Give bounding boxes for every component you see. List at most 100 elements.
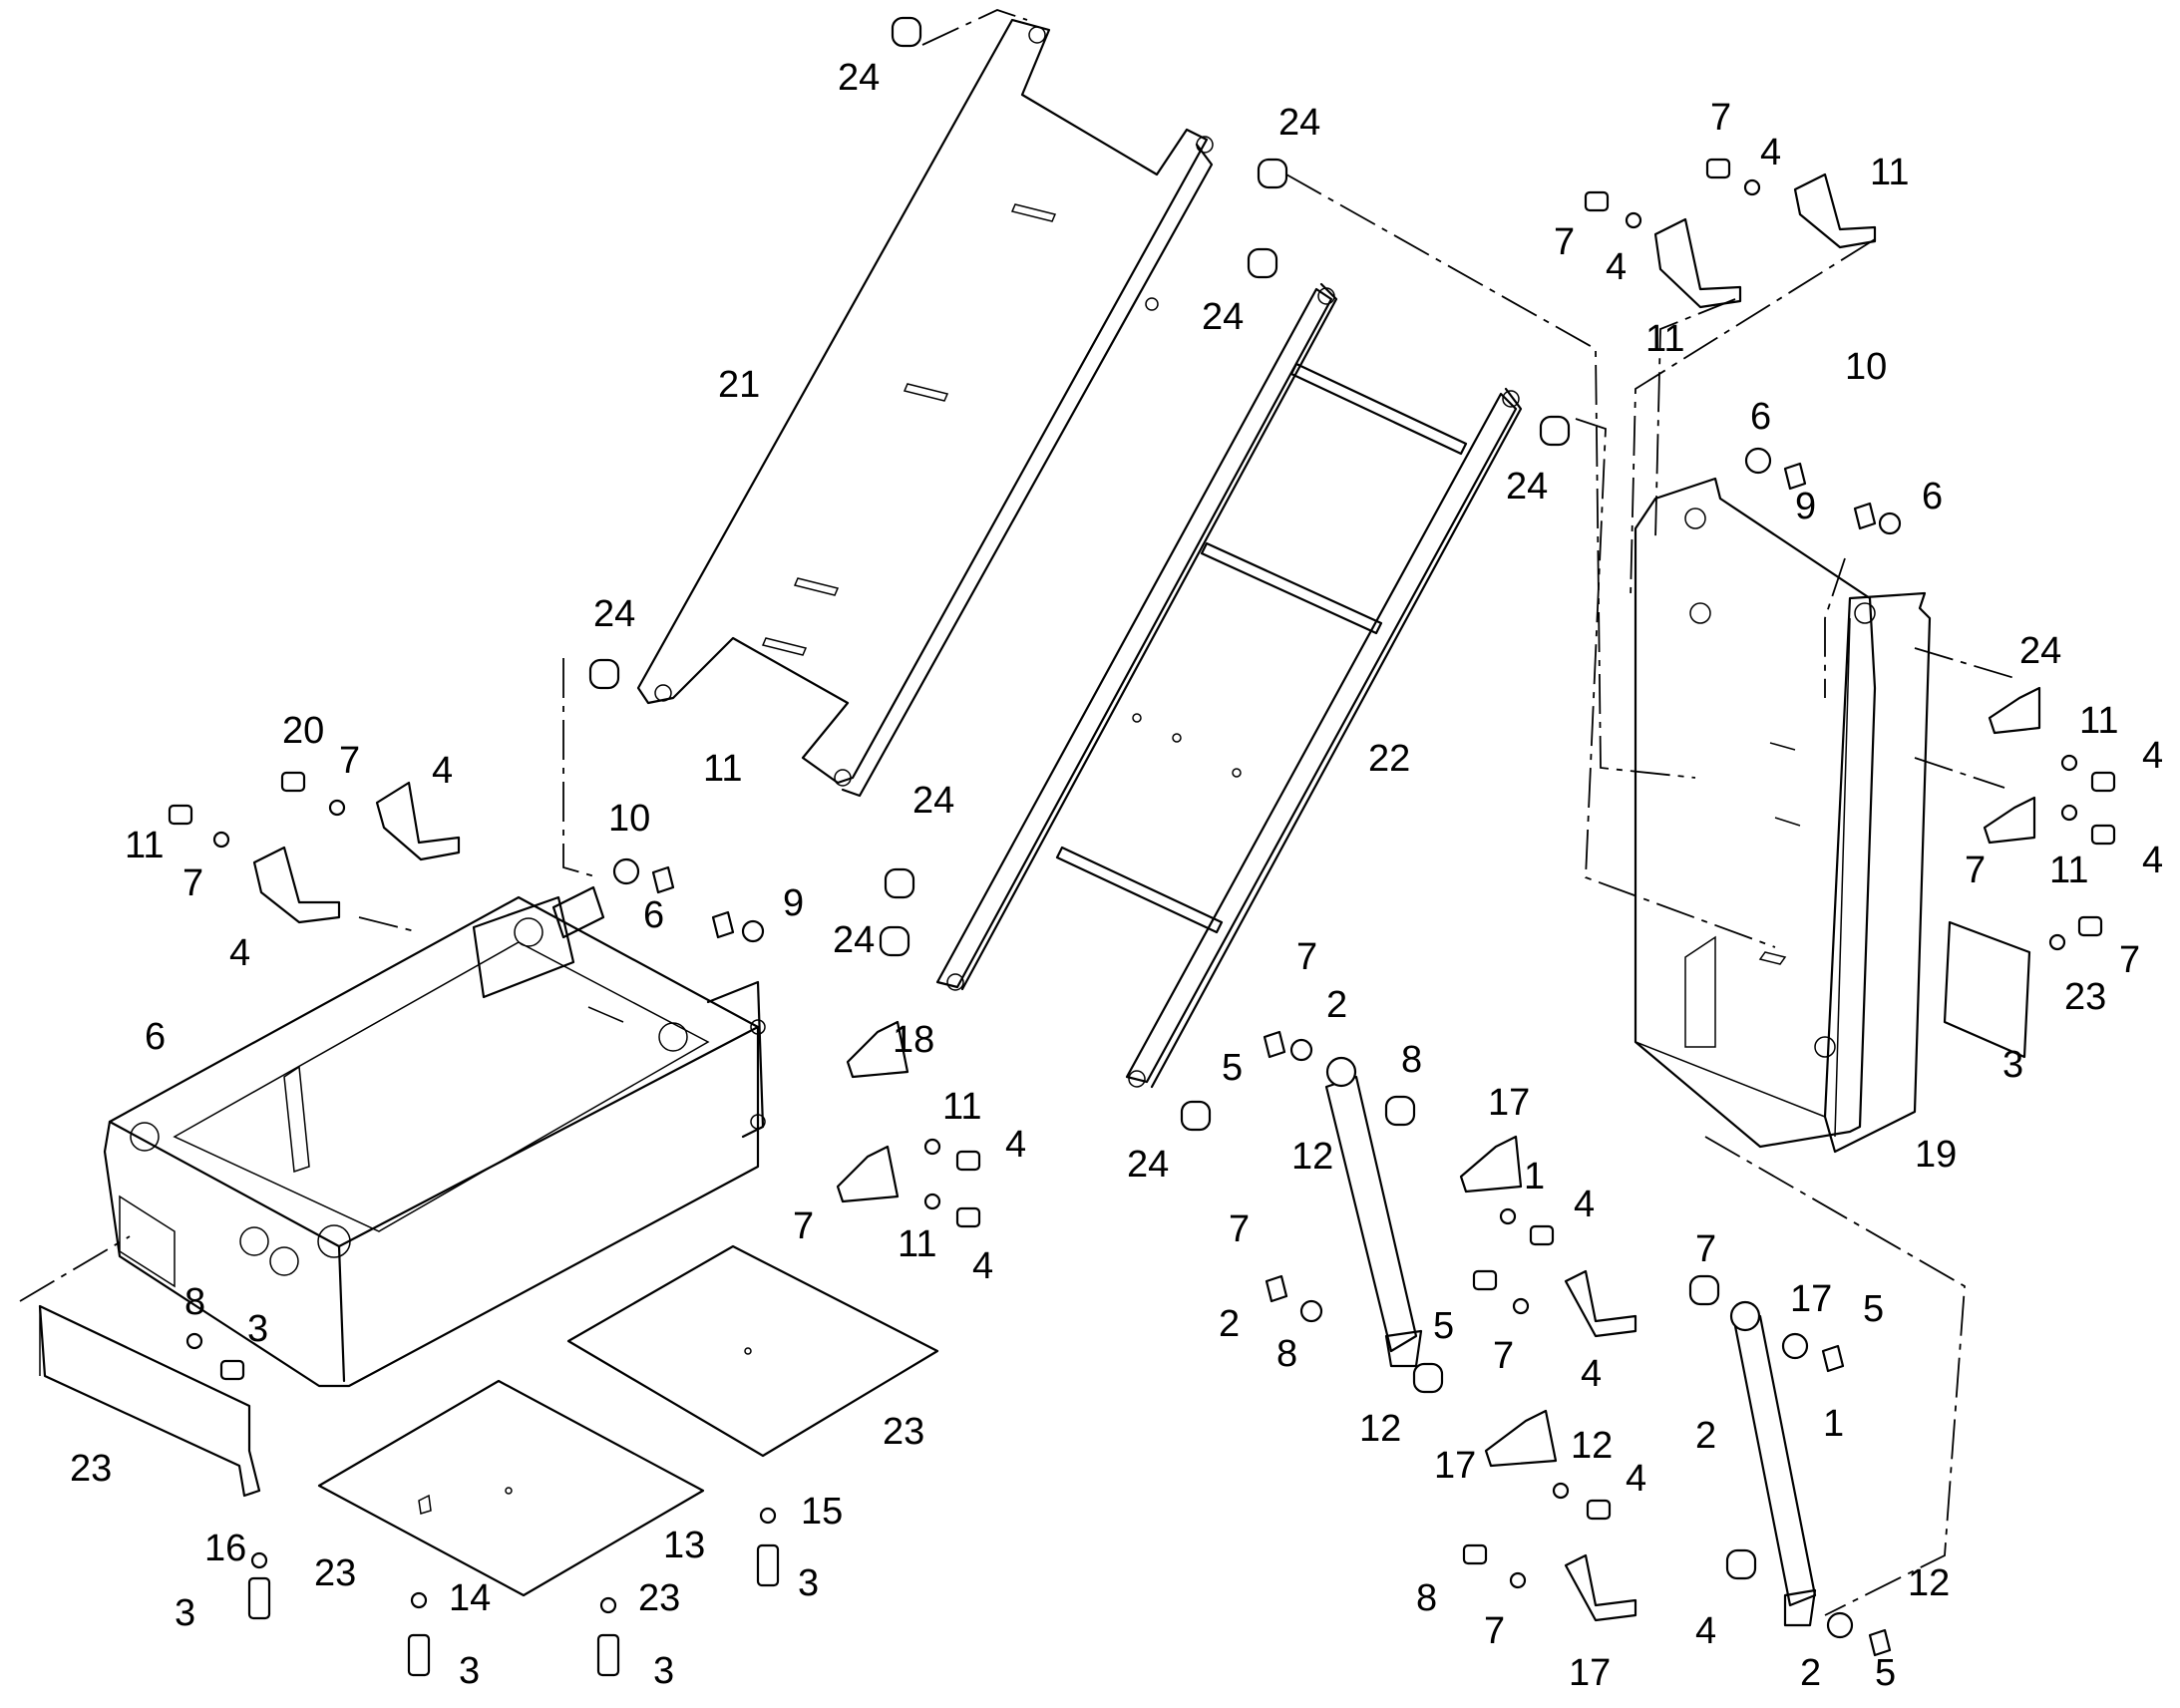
part-18-base-frame [103,885,766,1388]
part-16-cover [38,1304,261,1498]
callout-17: 4 [1695,1610,1716,1652]
callout-2: 12 [1908,1562,1950,1604]
bushing-24-g [879,925,910,957]
callout-3: 23 [2064,976,2106,1018]
callout-5: 8 [1276,1333,1297,1375]
callout-11: 11 [1870,152,1909,193]
callout-13: 23 [314,1552,356,1594]
callout-4: 7 [182,862,203,904]
callout-11: 11 [1645,318,1684,360]
callout-16: 23 [70,1448,112,1490]
part-1-cylinder-left [1324,1056,1423,1368]
callout-8: 5 [1222,1047,1243,1089]
bushing-24-f [884,867,915,899]
callout-1: 12 [1291,1136,1333,1178]
callout-3: 8 [184,1281,205,1323]
callout-4: 7 [1493,1335,1514,1377]
callout-7: 4 [1626,1458,1646,1500]
callout-7: 7 [1710,97,1731,139]
callout-24: 24 [1278,102,1320,144]
callout-8: 1 [1823,1403,1844,1445]
callout-7: 7 [1554,221,1575,263]
callout-4: 11 [2049,850,2088,891]
callout-5: 17 [1790,1278,1832,1320]
callout-23: 3 [653,1650,674,1692]
callout-17: 8 [1401,1039,1422,1081]
callout-8: 2 [1219,1303,1240,1345]
callout-3: 23 [638,1577,680,1619]
bushing-24-h [1180,1100,1212,1132]
callout-4: 12 [1571,1425,1613,1467]
callout-12: 17 [1434,1445,1476,1487]
callout-24: 24 [1202,296,1244,338]
callout-11: 4 [229,932,250,974]
callout-11: 18 [893,1019,934,1061]
callout-3: 15 [801,1491,843,1533]
callout-23: 3 [175,1592,195,1634]
callout-23: 3 [459,1650,480,1692]
callout-14: 13 [663,1525,705,1566]
bushing-17-a [1384,1095,1416,1127]
callout-7: 4 [1005,1124,1026,1166]
part-15-plate [566,1244,939,1458]
callout-4: 11 [942,1086,981,1128]
leader-lines [19,9,2015,1616]
part-20-upright-bracket [1634,477,1932,1154]
part-21-upper-plate [636,18,1214,798]
callout-4: 4 [1760,132,1781,173]
callout-18: 6 [145,1016,166,1058]
callout-10: 10 [1845,346,1887,388]
callout-labels: 24 24 24 24 24 24 24 24 21 22 7 4 11 7 4… [70,57,2163,1694]
callout-6: 9 [783,882,804,924]
callout-24: 24 [912,780,954,822]
callout-4: 11 [898,1223,936,1265]
callout-17: 12 [1359,1408,1401,1450]
callout-12: 17 [1488,1082,1530,1124]
part-1-cylinder-right [1729,1300,1817,1627]
callout-8: 5 [1875,1652,1896,1694]
callout-9: 9 [1795,486,1816,527]
callout-3: 16 [204,1528,246,1569]
bushing-17-b [1412,1362,1444,1394]
callout-7: 4 [2142,735,2163,777]
bushing-24-c [1247,247,1278,279]
callout-7: 8 [1416,1577,1437,1619]
callout-19: 3 [2002,1044,2023,1086]
callout-2: 5 [1863,1288,1884,1330]
callout-1: 2 [1695,1415,1716,1457]
bushing-17-c [1688,1274,1720,1306]
callout-5: 2 [1326,984,1347,1026]
callout-3: 14 [449,1577,491,1619]
callout-22: 22 [1368,738,1410,780]
callout-20: 19 [1915,1134,1957,1176]
bushing-17-d [1725,1548,1757,1580]
callout-10: 11 [703,748,742,790]
callout-4: 4 [1606,246,1627,288]
callout-7: 11 [125,825,164,866]
part-22-frame [935,282,1523,1089]
callout-2: 7 [1296,936,1317,978]
bushing-24-a [891,16,922,48]
callout-7: 4 [972,1245,993,1287]
callout-12: 17 [1569,1652,1611,1694]
pins [252,172,2041,1622]
callout-7: 4 [1574,1184,1595,1225]
callout-24: 24 [593,593,635,635]
bushing-24-b [1257,158,1288,189]
callout-11: 24 [2019,630,2061,672]
part-14-plate [317,1379,705,1597]
callout-7: 4 [2142,840,2163,881]
callout-4: 7 [339,740,360,782]
callout-4: 11 [2079,700,2118,742]
callout-7: 20 [282,710,324,752]
callout-6: 6 [1750,396,1771,438]
callout-6: 10 [608,798,650,840]
bushings [588,16,1757,1580]
callout-4: 7 [1484,1610,1505,1652]
callout-12: 4 [1581,1353,1602,1395]
callout-7: 5 [1433,1305,1454,1347]
bushing-24-e [588,658,620,690]
callout-17: 7 [1695,1228,1716,1270]
